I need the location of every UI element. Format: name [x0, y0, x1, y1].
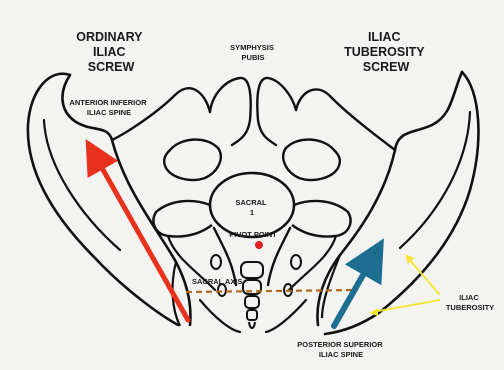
right-psis — [322, 255, 340, 318]
sacral-segment-3 — [245, 296, 259, 308]
sacral-label: SACRAL 1 — [235, 198, 268, 217]
foramen-right-1 — [291, 255, 301, 269]
right-title: ILIAC TUBEROSITY SCREW — [344, 30, 428, 74]
left-obturator — [164, 140, 221, 180]
psis-label: POSTERIOR SUPERIOR ILIAC SPINE — [297, 340, 385, 359]
aiis-label: ANTERIOR INFERIOR ILIAC SPINE — [69, 98, 148, 117]
pubic-arch-left — [210, 78, 251, 145]
pivot-point-label: PIVOT POINT — [229, 230, 277, 239]
sacral-axis-label: SACRAL AXIS — [192, 277, 242, 286]
right-ilium-inner — [317, 72, 462, 325]
sacral-ala-left — [153, 201, 212, 237]
pivot-point-dot — [255, 241, 263, 249]
right-obturator — [283, 140, 340, 180]
pubic-arch-right — [257, 78, 296, 145]
sacral-axis-line — [186, 290, 358, 292]
tuberosity-pointer-lower — [373, 300, 440, 312]
left-ilium-crest-inner — [44, 120, 120, 250]
sacral-segment-4 — [247, 310, 257, 320]
sacral-ala-right — [292, 201, 351, 237]
iliac-tuberosity-label: ILIAC TUBEROSITY — [446, 293, 494, 312]
sacral-segment-1 — [241, 262, 263, 278]
left-title: ORDINARY ILIAC SCREW — [76, 30, 145, 74]
right-iliac-spine-curve — [296, 89, 395, 150]
symphysis-label: SYMPHYSIS PUBIS — [230, 43, 276, 62]
coccyx — [249, 322, 255, 328]
foramen-left-1 — [211, 255, 221, 269]
tuberosity-pointer-upper — [408, 258, 440, 295]
